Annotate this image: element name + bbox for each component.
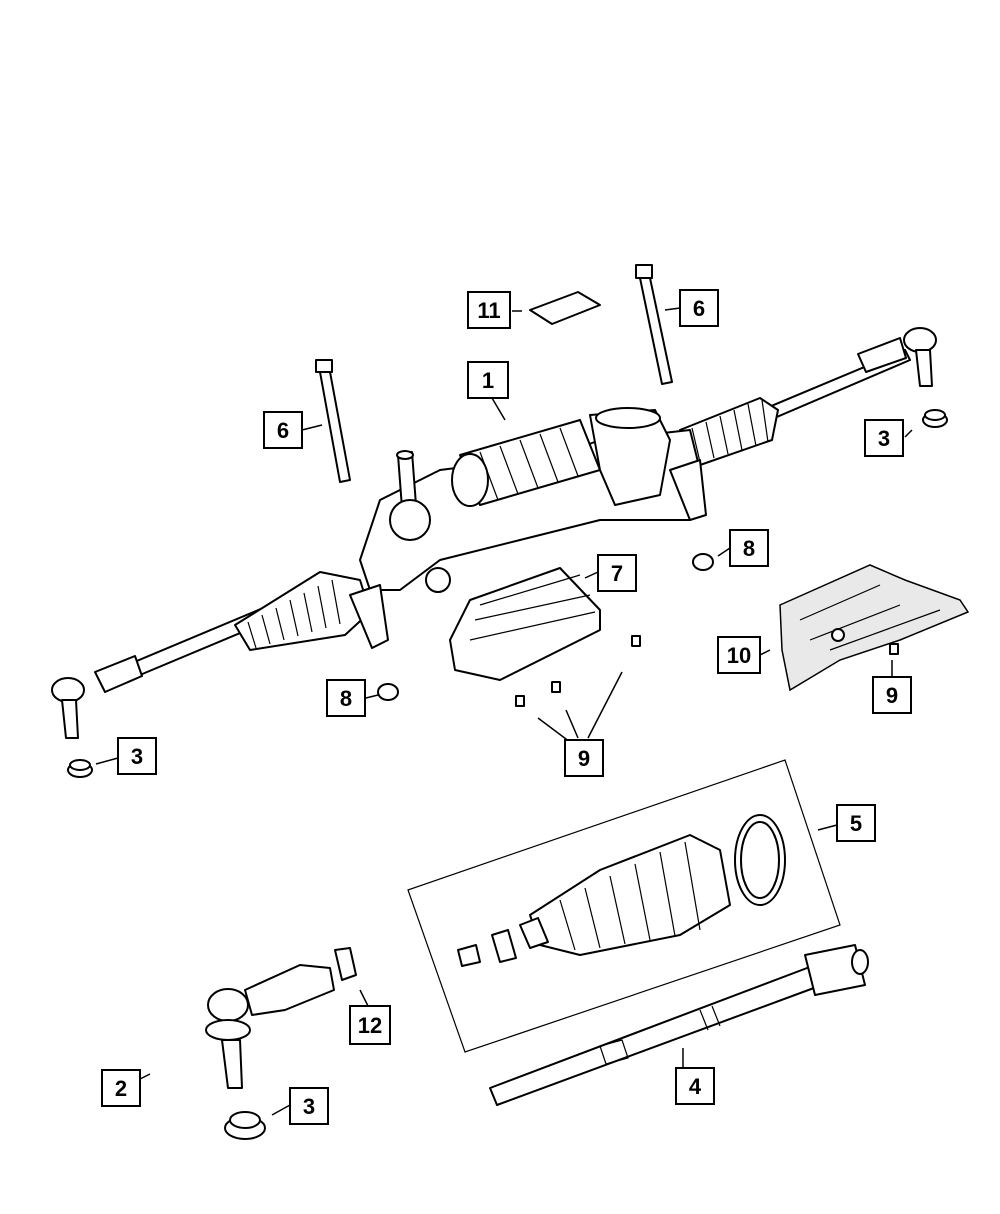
callout-2: 2 — [101, 1069, 141, 1107]
callout-3-lower-label: 3 — [303, 1094, 315, 1119]
inner-tie-rod — [489, 944, 869, 1106]
flange-nut-left — [377, 683, 399, 701]
callout-3-middle-label: 3 — [131, 744, 143, 769]
heat-shield — [779, 564, 970, 692]
callout-9-right: 9 — [872, 676, 912, 714]
callout-12: 12 — [349, 1005, 391, 1045]
callout-9-right-label: 9 — [886, 683, 898, 708]
callout-3-upper: 3 — [864, 419, 904, 457]
callout-7-label: 7 — [611, 561, 623, 586]
callout-8-left-label: 8 — [340, 686, 352, 711]
flange-nut-right — [692, 553, 714, 571]
mounting-bolt-right — [635, 264, 673, 385]
callout-6-right-label: 6 — [693, 296, 705, 321]
steering-gear-assembly — [51, 327, 937, 739]
nut-lower — [224, 1111, 266, 1140]
callout-1: 1 — [467, 361, 509, 399]
callout-5: 5 — [836, 804, 876, 842]
callout-5-label: 5 — [850, 811, 862, 836]
nut-left-lower — [67, 759, 93, 778]
callout-6-left-label: 6 — [277, 418, 289, 443]
nut-right-upper — [922, 409, 948, 428]
callout-8-right-label: 8 — [743, 536, 755, 561]
callout-7: 7 — [597, 554, 637, 592]
screw-group — [515, 635, 899, 707]
callout-4: 4 — [675, 1067, 715, 1105]
mounting-bolt-left — [315, 359, 351, 483]
jam-nut — [334, 947, 357, 981]
callout-1-label: 1 — [482, 368, 494, 393]
gasket — [529, 291, 601, 325]
callout-10-label: 10 — [727, 643, 751, 668]
callout-11-label: 11 — [477, 298, 500, 323]
callout-8-right: 8 — [729, 529, 769, 567]
callout-9-center: 9 — [564, 739, 604, 777]
boot-kit-frame — [407, 759, 841, 1053]
service-boot — [457, 814, 786, 967]
callout-10: 10 — [717, 636, 761, 674]
callout-4-label: 4 — [689, 1074, 702, 1099]
callout-3-middle: 3 — [117, 737, 157, 775]
callout-8-left: 8 — [326, 679, 366, 717]
callout-3-lower: 3 — [289, 1087, 329, 1125]
skid-shield — [449, 567, 601, 681]
callout-3-upper-label: 3 — [878, 426, 890, 451]
callout-9-center-label: 9 — [578, 746, 590, 771]
callout-6-left: 6 — [263, 411, 303, 449]
callout-11: 11 — [467, 291, 511, 329]
outer-tie-rod-end — [205, 964, 335, 1089]
callout-6-right: 6 — [679, 289, 719, 327]
leader-lines — [95, 307, 913, 1116]
callout-2-label: 2 — [115, 1076, 127, 1101]
callout-12-label: 12 — [358, 1013, 382, 1038]
